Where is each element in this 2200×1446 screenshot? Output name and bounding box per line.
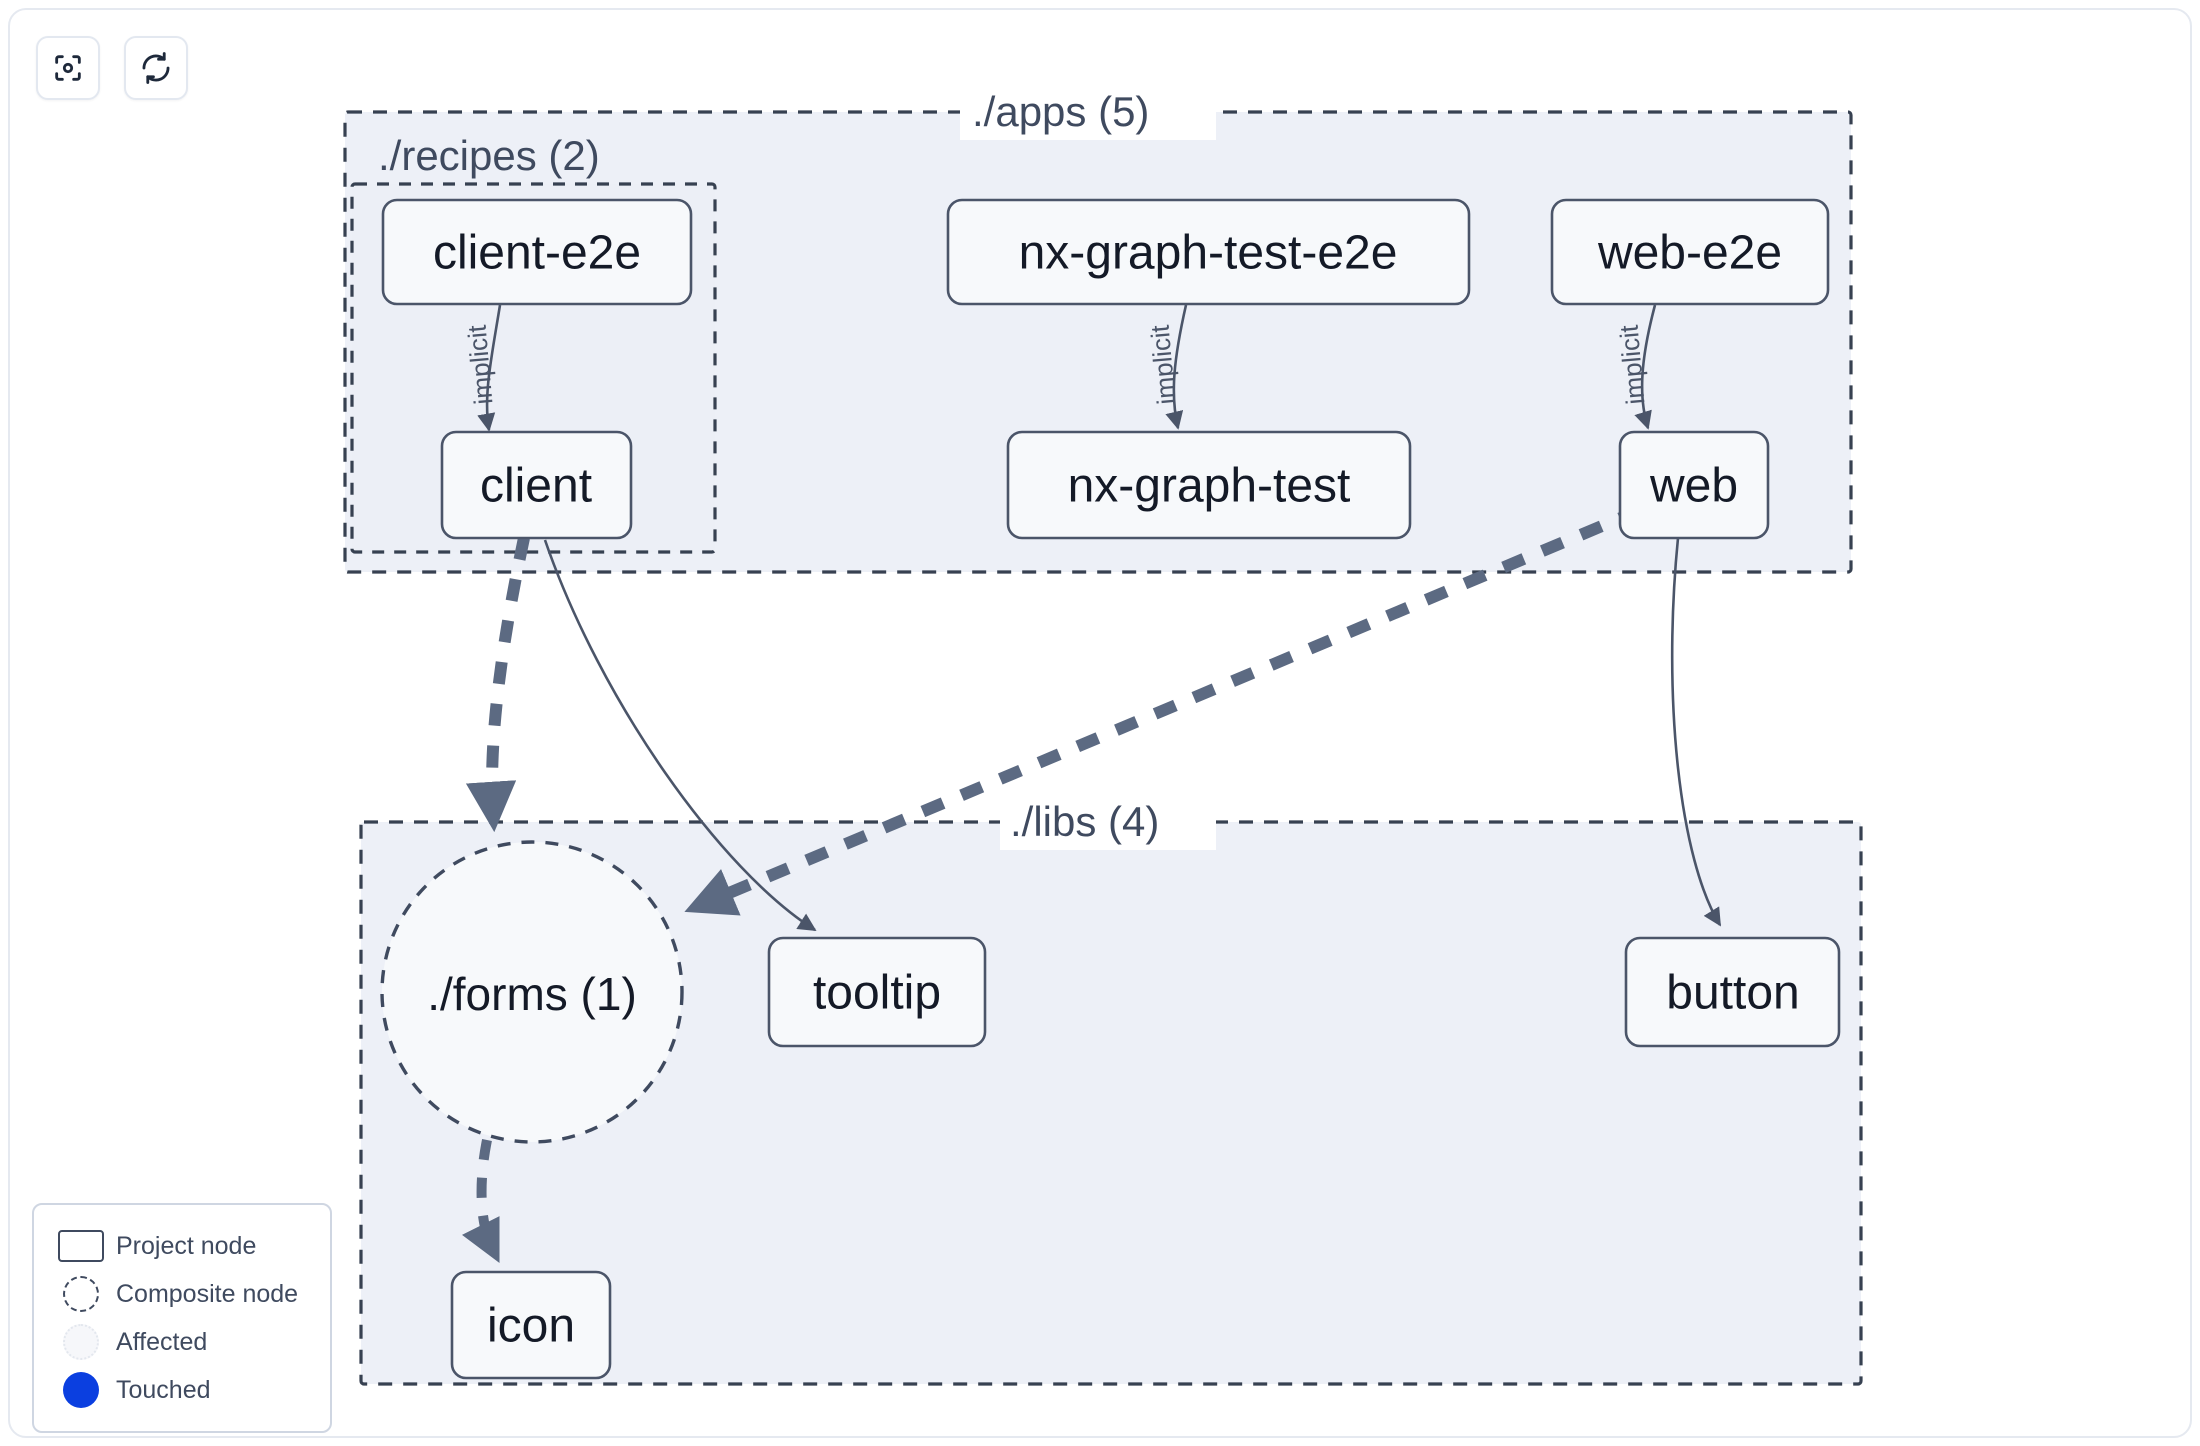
group-recipes-label-bg [374,122,694,178]
edge-nx-graph-test-e2e-to-nx-graph-test-label: implicit [1145,323,1182,406]
node-forms-composite-circle [380,840,684,1144]
edge-web-to-forms[interactable] [684,504,1643,916]
composite-node-icon [52,1276,110,1312]
refresh-icon [139,51,173,85]
edge-forms-to-icon-path [461,1139,500,1264]
group-apps[interactable]: ./apps (5) [343,82,1853,574]
refresh-graph-button[interactable] [124,36,188,100]
node-client-e2e-rect [381,198,693,306]
legend-label-touched: Touched [116,1375,211,1404]
node-tooltip-rect [767,936,987,1048]
legend-item-touched: Touched [52,1366,310,1414]
node-button[interactable]: button [1624,936,1841,1048]
group-libs[interactable]: ./libs (4) [359,792,1863,1386]
group-libs-label-bg [1000,792,1216,850]
node-icon-label: icon [487,1300,575,1353]
node-icon[interactable]: icon [450,1270,612,1380]
node-nx-graph-test-rect [1006,430,1412,540]
legend-label-affected: Affected [116,1327,208,1356]
legend-label-project-node: Project node [116,1231,257,1260]
graph-toolbar [36,36,188,100]
edge-nx-graph-test-e2e-to-nx-graph-test[interactable]: implicit [1145,304,1188,430]
graph-legend: Project node Composite node Affected Tou… [32,1203,332,1433]
edge-web-e2e-to-web-label: implicit [1614,323,1651,406]
focus-graph-button[interactable] [36,36,100,100]
legend-label-composite-node: Composite node [116,1279,299,1308]
node-nx-graph-test-label: nx-graph-test [1068,460,1351,513]
node-nx-graph-test[interactable]: nx-graph-test [1006,430,1412,540]
edge-client-to-forms-path [465,536,530,833]
node-web-e2e-rect [1550,198,1830,306]
legend-item-project-node: Project node [52,1222,310,1270]
node-forms-composite[interactable]: ./forms (1) [380,840,684,1144]
group-libs-box [359,820,1863,1386]
edge-client-to-forms[interactable] [465,536,530,833]
focus-scan-icon [51,51,85,85]
edge-client-e2e-to-client-path [477,304,502,432]
group-recipes-label: ./recipes (2) [378,132,600,179]
node-nx-graph-test-e2e[interactable]: nx-graph-test-e2e [946,198,1471,306]
edge-web-to-button[interactable] [1670,537,1722,927]
edge-nx-graph-test-e2e-to-nx-graph-test-path [1165,304,1188,430]
node-icon-rect [450,1270,612,1380]
touched-node-icon [52,1372,110,1408]
node-nx-graph-test-e2e-label: nx-graph-test-e2e [1019,227,1398,280]
node-web-rect [1618,430,1770,540]
node-client-label: client [480,460,592,513]
edge-forms-to-icon[interactable] [461,1139,500,1264]
node-client-rect [440,430,633,540]
edge-web-to-forms-path [684,504,1643,916]
legend-item-affected: Affected [52,1318,310,1366]
edge-web-e2e-to-web[interactable]: implicit [1614,304,1657,430]
group-apps-label: ./apps (5) [972,88,1149,135]
node-web-label: web [1649,460,1738,513]
node-web-e2e-label: web-e2e [1597,227,1782,280]
legend-item-composite-node: Composite node [52,1270,310,1318]
node-nx-graph-test-e2e-rect [946,198,1471,306]
project-node-icon [52,1230,110,1262]
edge-web-to-button-path [1670,537,1722,927]
node-forms-composite-label: ./forms (1) [427,968,637,1020]
node-button-rect [1624,936,1841,1048]
edge-client-to-tooltip[interactable] [543,539,817,932]
node-tooltip-label: tooltip [813,967,941,1020]
edge-client-e2e-to-client-label: implicit [462,323,499,406]
edge-client-to-tooltip-path [543,539,817,932]
node-client-e2e-label: client-e2e [433,227,641,280]
node-tooltip[interactable]: tooltip [767,936,987,1048]
group-apps-label-bg [960,82,1216,140]
node-web[interactable]: web [1618,430,1770,540]
node-button-label: button [1666,967,1799,1020]
affected-node-icon [52,1324,110,1360]
node-client-e2e[interactable]: client-e2e [381,198,693,306]
node-client[interactable]: client [440,430,633,540]
edge-client-e2e-to-client[interactable]: implicit [462,304,502,432]
node-web-e2e[interactable]: web-e2e [1550,198,1830,306]
edge-web-e2e-to-web-path [1634,304,1657,430]
group-libs-label: ./libs (4) [1010,798,1159,845]
